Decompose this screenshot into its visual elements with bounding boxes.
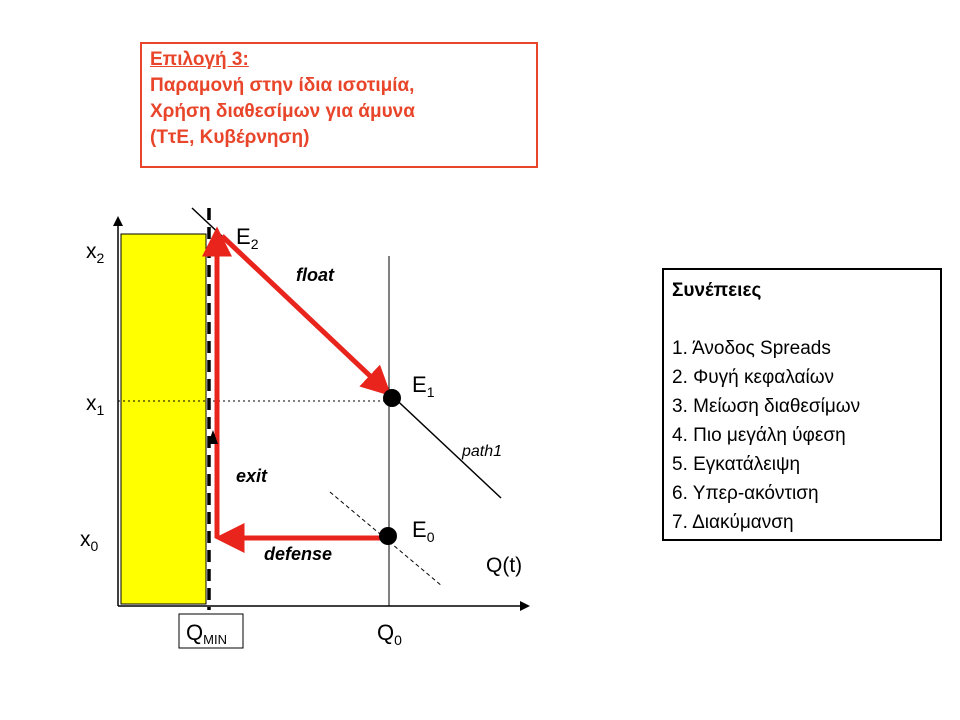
consequence-item-5: 5. Εγκατάλειψη bbox=[672, 454, 801, 475]
label-e0: E0 bbox=[412, 517, 435, 545]
label-x0: x0 bbox=[80, 528, 99, 554]
label-e1: E1 bbox=[412, 372, 435, 400]
label-q0: Q0 bbox=[377, 620, 402, 648]
point-e1 bbox=[383, 389, 401, 407]
consequences-heading: Συνέπειες bbox=[672, 280, 762, 301]
consequence-item-6: 6. Υπερ-ακόντιση bbox=[672, 483, 819, 504]
consequence-item-7: 7. Διακύμανση bbox=[672, 512, 794, 533]
label-float: float bbox=[296, 265, 335, 285]
yellow-band bbox=[120, 233, 207, 605]
label-x2: x2 bbox=[86, 240, 105, 266]
exit-small-arrowhead bbox=[208, 430, 218, 444]
consequences-box: Συνέπειες 1. Άνοδος Spreads 2. Φυγή κεφα… bbox=[662, 268, 942, 541]
label-exit: exit bbox=[236, 466, 268, 486]
title-line-2: Παραμονή στην ίδια ισοτιμία, bbox=[150, 75, 415, 96]
qmin-box bbox=[178, 613, 244, 649]
title-line-1: Επιλογή 3: bbox=[150, 49, 249, 70]
consequence-item-4: 4. Πιο μεγάλη ύφεση bbox=[672, 425, 846, 446]
label-qt: Q(t) bbox=[486, 554, 522, 577]
label-qmin: QMIN bbox=[186, 620, 227, 647]
label-defense: defense bbox=[264, 544, 332, 564]
point-e0 bbox=[379, 527, 397, 545]
consequence-item-1: 1. Άνοδος Spreads bbox=[672, 338, 831, 359]
float-arrow bbox=[220, 234, 392, 397]
consequence-item-2: 2. Φυγή κεφαλαίων bbox=[672, 367, 835, 388]
title-box: Επιλογή 3: Παραμονή στην ίδια ισοτιμία, … bbox=[140, 42, 538, 168]
label-e2: E2 bbox=[236, 224, 259, 252]
label-path1: path1 bbox=[461, 443, 502, 460]
title-line-4: (ΤτΕ, Κυβέρνηση) bbox=[150, 127, 310, 148]
title-line-3: Χρήση διαθεσίμων για άμυνα bbox=[150, 101, 415, 122]
consequence-item-3: 3. Μείωση διαθεσίμων bbox=[672, 396, 861, 417]
label-x1: x1 bbox=[86, 392, 105, 418]
